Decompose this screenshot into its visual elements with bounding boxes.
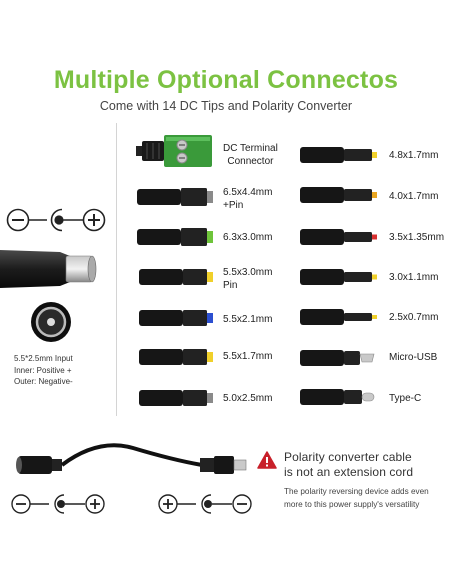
warning-note: The polarity reversing device adds even … xyxy=(284,486,429,511)
tip-5-5x3-0mm-pin-icon xyxy=(139,266,219,288)
page-subtitle: Come with 14 DC Tips and Polarity Conver… xyxy=(99,99,353,113)
tip-label: 5.0x2.5mm xyxy=(223,393,273,404)
tip-label: 6.3x3.0mm xyxy=(223,232,273,243)
converter-right-polarity-symbol xyxy=(156,492,254,516)
tip-label: 5.5x1.7mm xyxy=(223,351,273,362)
tip-6-5x4-4mm-icon xyxy=(137,186,217,208)
dc-terminal-connector-icon xyxy=(136,131,216,171)
input-spec-line: 5.5*2.5mm Input xyxy=(14,354,73,363)
input-spec-label: 5.5*2.5mm Input Inner: Positive + Outer:… xyxy=(14,353,73,388)
tip-label: 3.0x1.1mm xyxy=(389,272,439,283)
tip-5-5x1-7mm-icon xyxy=(139,346,219,368)
usb-c-icon xyxy=(300,386,382,408)
panel-divider xyxy=(116,123,117,416)
page-title: Multiple Optional Connectos xyxy=(53,66,399,94)
warning-line: Polarity converter cable xyxy=(284,450,412,464)
tip-2-5x0-7mm-icon xyxy=(300,306,382,328)
tip-6-3x3-0mm-icon xyxy=(137,226,217,248)
tip-5-0x2-5mm-icon xyxy=(139,387,219,409)
tip-label-line: 5.5x3.0mm xyxy=(223,267,273,278)
polarity-converter-cable-image xyxy=(8,434,248,497)
tip-label-line: +Pin xyxy=(223,200,244,211)
tip-label-line: DC Terminal xyxy=(223,143,278,154)
note-line: The polarity reversing device adds even xyxy=(284,487,429,496)
tip-3-0x1-1mm-icon xyxy=(300,266,382,288)
tip-3-5x1-35mm-icon xyxy=(300,226,382,248)
tip-label: 5.5x3.0mm Pin xyxy=(223,266,272,292)
micro-usb-icon xyxy=(300,347,382,369)
tip-4-8x1-7mm-icon xyxy=(300,144,382,166)
tip-label: DC Terminal Connector xyxy=(223,142,278,168)
tip-label-line: Pin xyxy=(223,280,238,291)
main-dc-plug-image xyxy=(0,232,112,353)
input-spec-line: Inner: Positive + xyxy=(14,365,72,375)
tip-label: 2.5x0.7mm xyxy=(389,312,439,323)
tip-label: 4.8x1.7mm xyxy=(389,150,439,161)
tip-4-0x1-7mm-icon xyxy=(300,184,382,206)
tip-label: 5.5x2.1mm xyxy=(223,314,273,325)
tip-5-5x2-1mm-icon xyxy=(139,307,219,329)
tip-label: 4.0x1.7mm xyxy=(389,191,439,202)
tip-label: Micro-USB xyxy=(389,352,438,363)
note-line: more to this power supply's versatility xyxy=(284,499,420,509)
warning-line: is not an extension cord xyxy=(284,465,414,479)
tip-label: Type-C xyxy=(389,393,422,404)
converter-left-polarity-symbol xyxy=(9,492,107,516)
input-polarity-symbol xyxy=(4,206,108,234)
tip-label-line: Connector xyxy=(227,156,274,167)
tip-label-line: 6.5x4.4mm xyxy=(223,187,273,198)
input-spec-line: Outer: Negative- xyxy=(14,377,73,386)
tip-label: 3.5x1.35mm xyxy=(389,232,445,243)
warning-title: Polarity converter cable is not an exten… xyxy=(284,450,413,480)
tip-label: 6.5x4.4mm +Pin xyxy=(223,186,272,212)
warning-icon xyxy=(257,451,277,474)
